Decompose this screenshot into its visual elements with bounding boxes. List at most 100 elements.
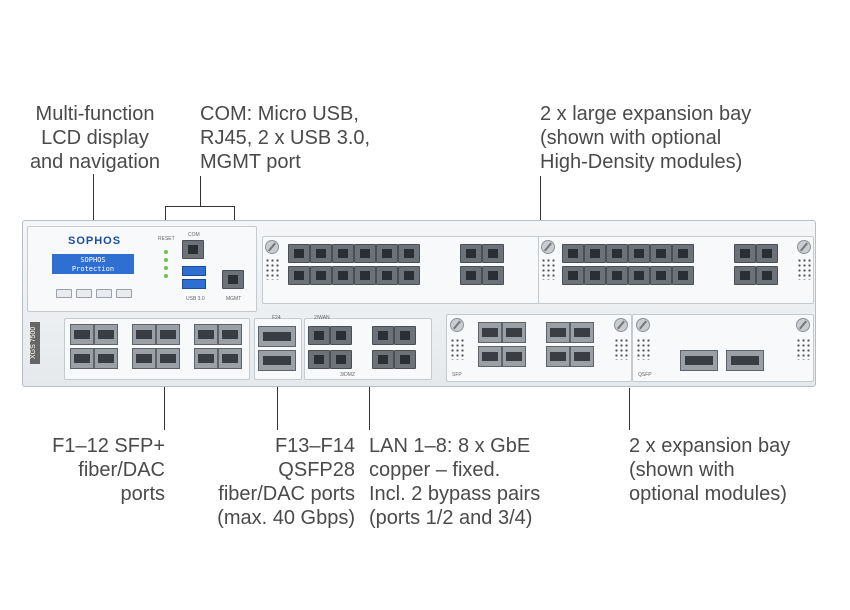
lan-port: [394, 326, 416, 345]
reset-label: RESET: [158, 236, 175, 242]
rj45-port: [376, 244, 398, 263]
rj45-port: [672, 266, 694, 285]
screw-icon: [797, 240, 811, 254]
sfp-port: [94, 348, 118, 369]
rj45-port: [332, 244, 354, 263]
rj45-port: [460, 266, 482, 285]
rj45-port: [482, 244, 504, 263]
callout-com: COM: Micro USB, RJ45, 2 x USB 3.0, MGMT …: [200, 103, 371, 173]
status-led-1: [164, 250, 168, 254]
lan-port: [308, 326, 330, 345]
sfp-port: [546, 346, 570, 367]
leader-line-qsfp: [277, 380, 278, 430]
lan-port: [308, 350, 330, 369]
screw-icon: [265, 240, 279, 254]
sfp-port: [502, 322, 526, 343]
rj45-port: [606, 266, 628, 285]
sfp-port: [70, 348, 94, 369]
nav-button-1[interactable]: [56, 289, 72, 298]
lcd-line-2: Protection: [71, 265, 115, 273]
rj45-port: [354, 266, 376, 285]
nav-button-down[interactable]: [116, 289, 132, 298]
vent-dots: [450, 338, 464, 360]
sfp-port: [156, 324, 180, 345]
lan-port: [330, 326, 352, 345]
sfp-port: [218, 348, 242, 369]
lan-port: [372, 350, 394, 369]
rj45-port: [354, 244, 376, 263]
lan-port: [330, 350, 352, 369]
rj45-port: [562, 244, 584, 263]
sfp-module-label: SFP: [452, 372, 462, 378]
screw-icon: [636, 318, 650, 332]
rj45-port: [628, 244, 650, 263]
status-led-2: [164, 258, 168, 262]
rj45-port: [562, 266, 584, 285]
rj45-port: [398, 266, 420, 285]
sfp-port: [132, 348, 156, 369]
usb-label: USB 3.0: [186, 296, 205, 302]
vent-dots: [265, 258, 279, 280]
rj45-port: [672, 244, 694, 263]
qsfp-module-label: QSFP: [638, 372, 652, 378]
nav-button-up[interactable]: [96, 289, 112, 298]
sfp-port: [194, 348, 218, 369]
callout-lan: LAN 1–8: 8 x GbE copper – fixed. Incl. 2…: [369, 435, 541, 529]
vent-dots: [796, 338, 810, 360]
sfp-port: [132, 324, 156, 345]
com-label: COM: [188, 232, 200, 238]
rj45-port: [584, 244, 606, 263]
vent-dots: [541, 258, 555, 280]
rj45-port: [606, 244, 628, 263]
rj45-port: [310, 266, 332, 285]
callout-lcd: Multi-function LCD display and navigatio…: [29, 103, 161, 173]
callout-large-bay: 2 x large expansion bay (shown with opti…: [540, 103, 752, 173]
rj45-port: [734, 244, 756, 263]
rj45-port: [482, 266, 504, 285]
leader-line-com-h: [165, 206, 235, 207]
expansion-bay-2-qsfp: [632, 314, 814, 382]
wan-label: 2/WAN: [314, 315, 330, 321]
dmz-label: 3/DMZ: [340, 372, 355, 378]
rj45-port: [288, 266, 310, 285]
rj45-port: [628, 266, 650, 285]
sfp-port: [546, 322, 570, 343]
sfp-port: [478, 346, 502, 367]
leader-line-lan: [369, 380, 370, 430]
screw-icon: [450, 318, 464, 332]
sfp-port: [218, 324, 242, 345]
leader-line-sfp: [164, 378, 165, 430]
f24-label: F24: [272, 315, 281, 321]
mgmt-label: MGMT: [226, 296, 242, 302]
rj45-port: [460, 244, 482, 263]
usb-port-2: [182, 279, 206, 289]
sfp-port: [570, 346, 594, 367]
rj45-port: [332, 266, 354, 285]
rj45-port: [756, 266, 778, 285]
com-rj45-port: [182, 240, 204, 259]
lan-port: [372, 326, 394, 345]
leader-line-large-bay: [540, 176, 541, 244]
sfp-port: [194, 324, 218, 345]
screw-icon: [614, 318, 628, 332]
model-label: XGS 7500: [30, 322, 40, 364]
leader-line-expansion: [629, 388, 630, 430]
leader-line-com-up: [200, 176, 201, 206]
leader-line-lcd: [93, 174, 94, 238]
sfp-port: [502, 346, 526, 367]
rj45-port: [398, 244, 420, 263]
rj45-port: [376, 266, 398, 285]
qsfp-port-f13: [258, 326, 296, 347]
vent-dots: [797, 258, 811, 280]
usb-port-1: [182, 266, 206, 276]
callout-qsfp: F13–F14 QSFP28 fiber/DAC ports (max. 40 …: [217, 435, 355, 529]
callout-expansion-bay: 2 x expansion bay (shown with optional m…: [629, 435, 791, 505]
lcd-display: SOPHOS Protection: [52, 254, 134, 274]
nav-button-2[interactable]: [76, 289, 92, 298]
rj45-port: [288, 244, 310, 263]
rj45-port: [310, 244, 332, 263]
screw-icon: [541, 240, 555, 254]
expansion-bay-1-sfp: [446, 314, 632, 382]
sfp-port: [70, 324, 94, 345]
sfp-port: [156, 348, 180, 369]
